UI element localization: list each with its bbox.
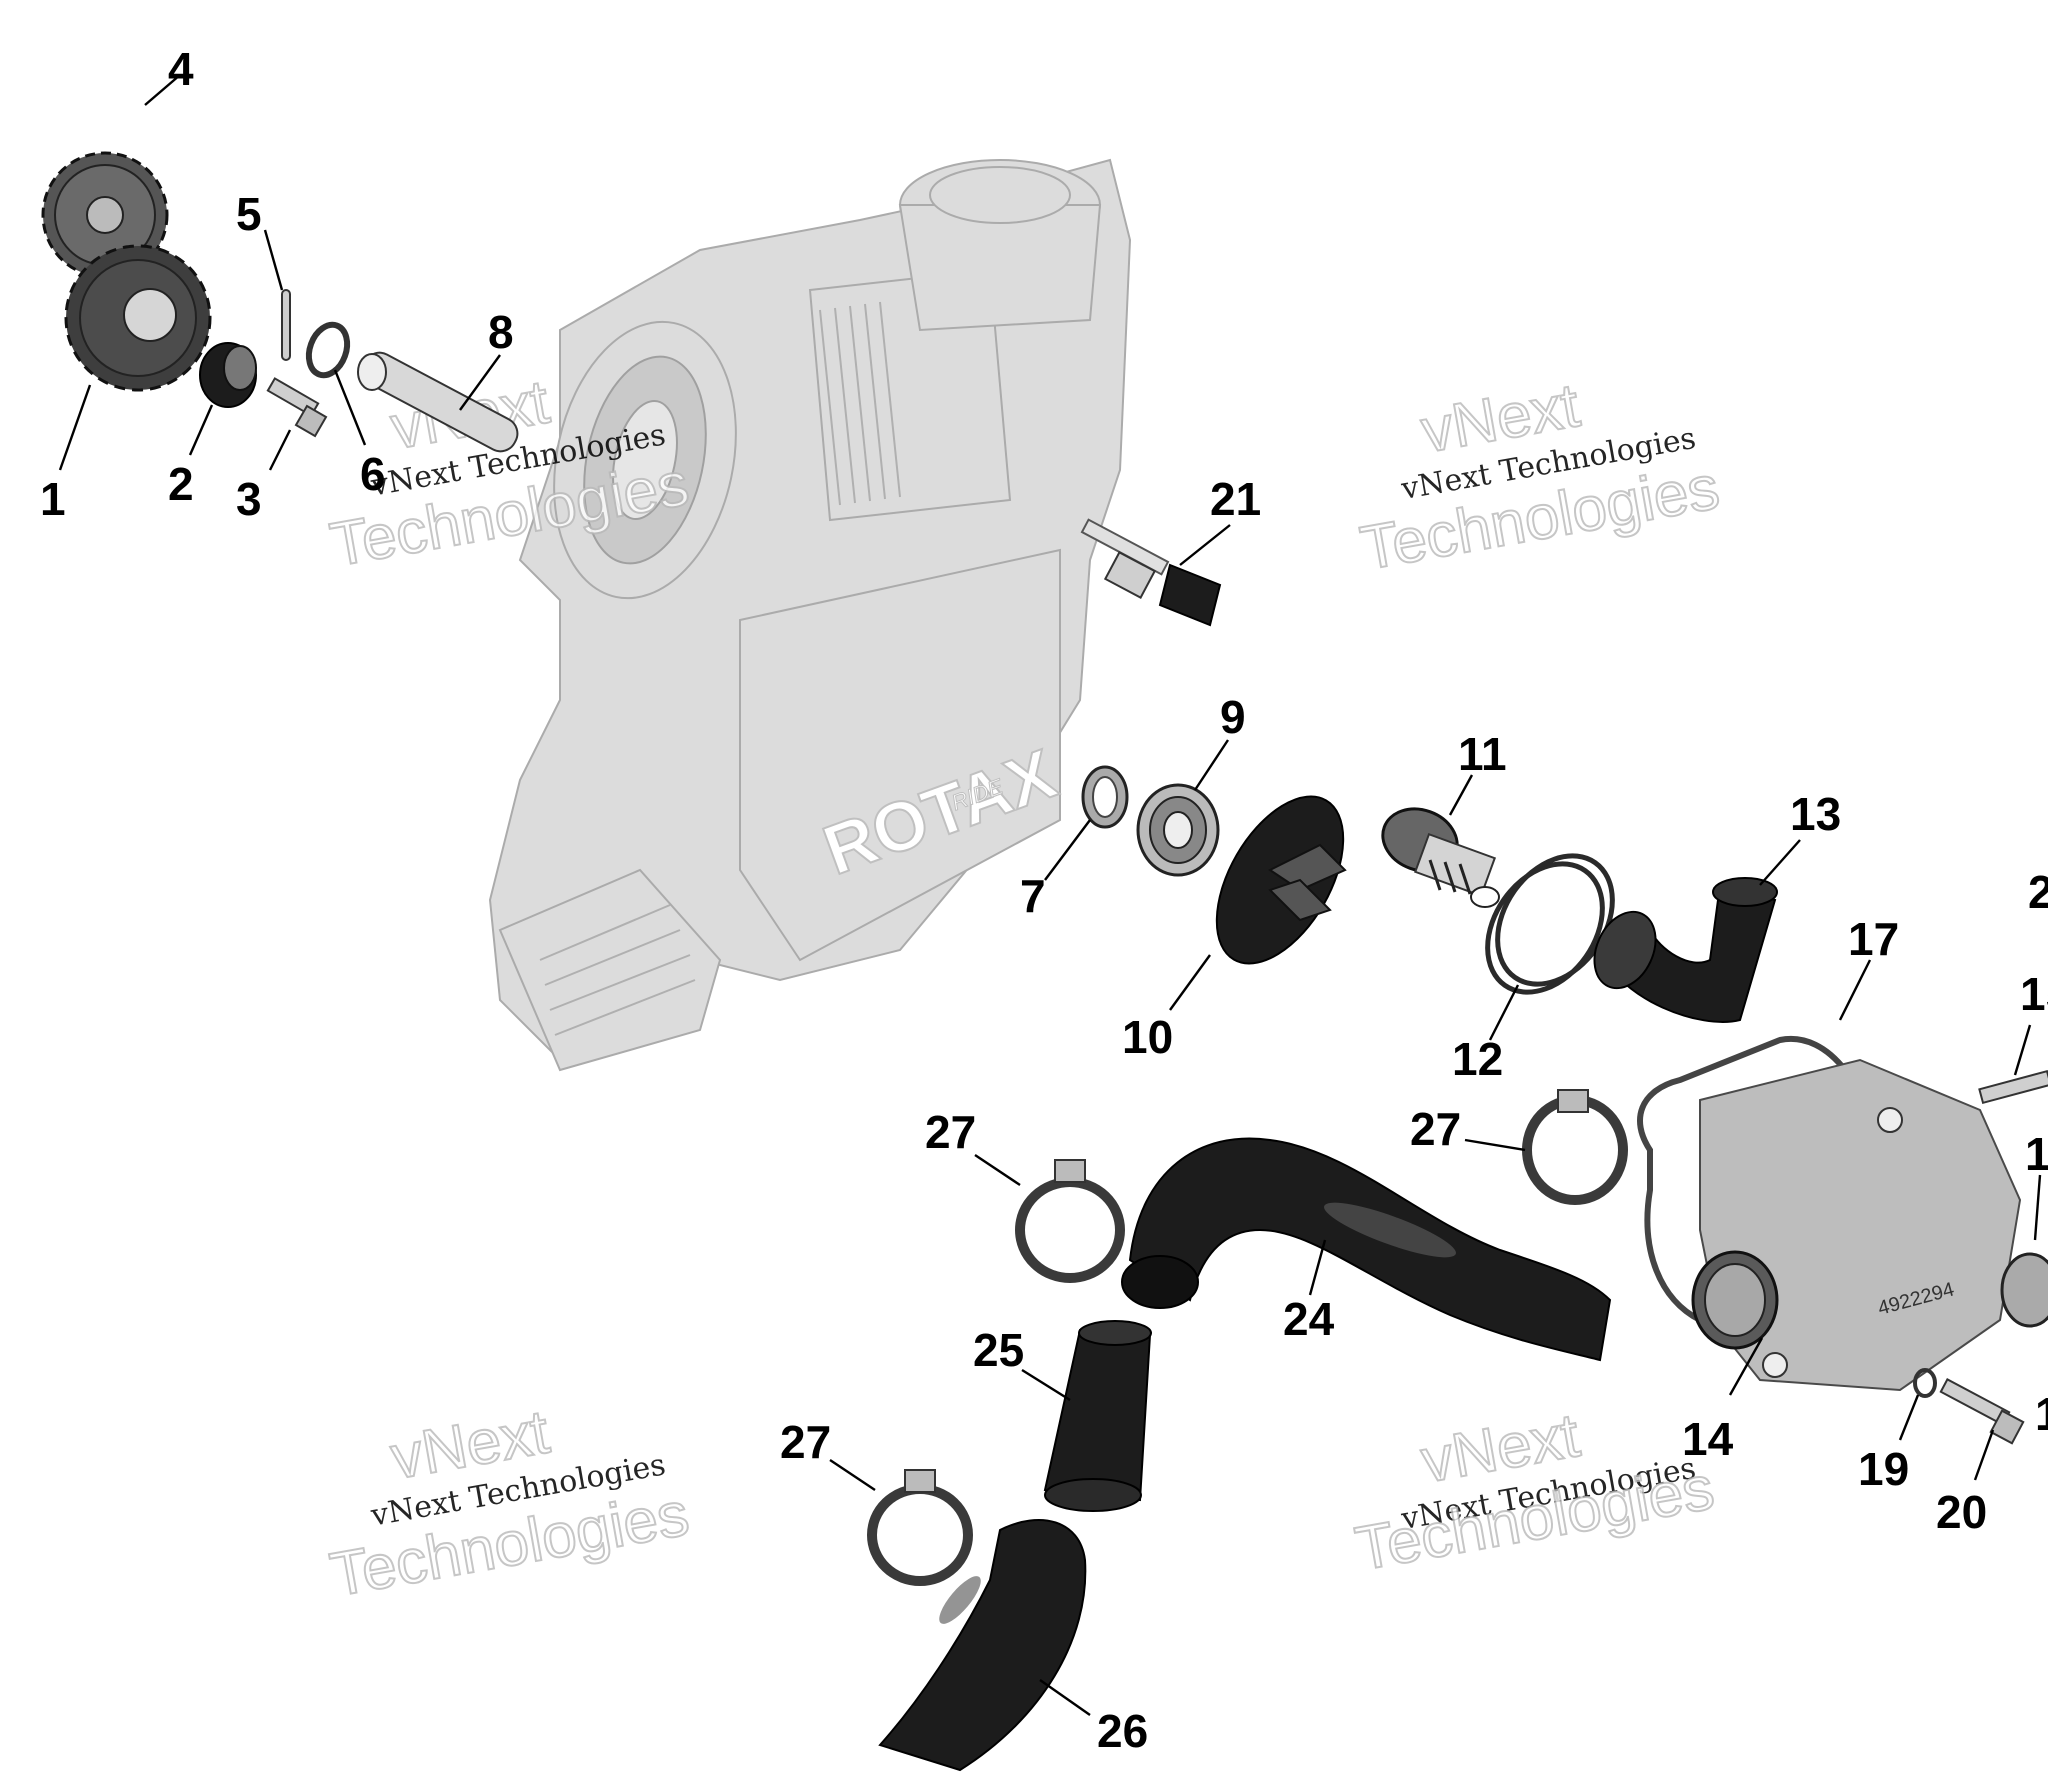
- callout-8: 8: [488, 306, 514, 358]
- water-pump-cover-part: 4922294: [1691, 1058, 2022, 1392]
- callout-25: 25: [973, 1324, 1024, 1376]
- callout-13: 13: [1790, 788, 1841, 840]
- callout-1: 1: [40, 473, 66, 525]
- leader-line-14: [1728, 1337, 1764, 1396]
- callout-27-left: 27: [925, 1106, 976, 1158]
- callout-12: 12: [1452, 1033, 1503, 1085]
- callout-4: 4: [168, 43, 194, 95]
- leader-lines: [58, 74, 2042, 1716]
- bolt-right-part: [1978, 1069, 2048, 1105]
- leader-line-4: [144, 74, 181, 106]
- leader-line-2: [188, 404, 214, 456]
- leader-line-6: [333, 369, 367, 446]
- leader-line-3: [268, 429, 292, 471]
- elbow-fitting-part: [1593, 877, 1778, 1023]
- callout-6: 6: [360, 448, 386, 500]
- pin-part: [281, 289, 291, 361]
- leader-line-9: [1193, 739, 1230, 791]
- hose-clamp-part: [867, 1469, 973, 1586]
- callout-14: 14: [1682, 1413, 1734, 1465]
- callout-9: 9: [1220, 691, 1246, 743]
- callout-15: 15: [2020, 968, 2048, 1020]
- callout-18-partial: 1: [2035, 1388, 2048, 1440]
- leader-line-26: [1039, 1679, 1091, 1716]
- callout-27-right: 27: [1410, 1103, 1461, 1155]
- leader-line-12: [1488, 984, 1520, 1041]
- leader-line-7: [1044, 819, 1091, 881]
- leader-line-16: [2033, 1174, 2042, 1241]
- leader-line-5: [263, 229, 284, 291]
- coolant-hose-upper-part: [1121, 1137, 1612, 1362]
- callout-labels: 4 1 2 3 5 6 8 21 7 9 10 11 12 13 17 14 1…: [40, 43, 2048, 1757]
- callout-2-right: 2: [2028, 866, 2048, 918]
- leader-line-19: [1898, 1394, 1920, 1441]
- callout-24: 24: [1283, 1293, 1335, 1345]
- hose-clamp-part: [1522, 1089, 1628, 1205]
- callout-17: 17: [1848, 913, 1899, 965]
- hose-connector-part: [1043, 1320, 1152, 1512]
- callout-11: 11: [1458, 728, 1507, 780]
- gear-upper-part: [41, 151, 169, 279]
- seal-ring-part: [1081, 765, 1129, 829]
- watermark-top-right: vNext vNext Technologies Technologies: [1355, 370, 1725, 585]
- leader-line-27c: [829, 1459, 876, 1491]
- thermostat-part: [1381, 807, 1500, 908]
- callout-19: 19: [1858, 1443, 1909, 1495]
- leader-line-20: [1973, 1429, 1995, 1481]
- hose-clamp-part: [1015, 1159, 1125, 1283]
- leader-line-27b: [1464, 1138, 1526, 1152]
- mechanical-seal-part: [1136, 783, 1220, 877]
- washer-part: [305, 321, 351, 379]
- leader-line-21: [1179, 524, 1231, 566]
- bushing-part: [199, 342, 257, 408]
- washer-small-part: [1913, 1368, 1937, 1398]
- bolt-part: [266, 377, 328, 438]
- callout-7: 7: [1020, 870, 1046, 922]
- impeller-part: [1215, 795, 1347, 965]
- leader-line-11: [1448, 774, 1474, 816]
- leader-line-8: [459, 354, 501, 411]
- leader-line-25: [1021, 1368, 1071, 1402]
- callout-2: 2: [168, 458, 194, 510]
- leader-line-1: [58, 384, 92, 471]
- callout-21: 21: [1210, 473, 1261, 525]
- watermark-bottom-right: vNext vNext Technologies Technologies: [1350, 1400, 1720, 1585]
- callout-27-lower: 27: [780, 1416, 831, 1468]
- callout-16: 16: [2025, 1128, 2048, 1180]
- callout-5: 5: [236, 188, 262, 240]
- leader-line-13: [1759, 839, 1801, 886]
- engine-housing-ghost: ROTAX RIDE: [488, 158, 1132, 1072]
- callout-10: 10: [1122, 1011, 1173, 1063]
- gear-lower-part: [64, 244, 212, 392]
- leader-line-17: [1838, 959, 1872, 1021]
- leader-line-15: [2013, 1024, 2032, 1076]
- watermark-bottom-left: vNext vNext Technologies Technologies: [324, 1396, 694, 1611]
- leader-line-10: [1169, 954, 1211, 1011]
- bolt-lower-part: [1939, 1378, 2025, 1445]
- leader-line-24: [1308, 1239, 1327, 1296]
- temperature-sensor-part: [1080, 518, 1222, 627]
- leader-line-27a: [974, 1154, 1021, 1186]
- callout-20: 20: [1936, 1486, 1987, 1538]
- callout-26: 26: [1097, 1705, 1148, 1757]
- callout-3: 3: [236, 473, 262, 525]
- coolant-hose-lower-part: [878, 1519, 1087, 1772]
- fitting-right-part: [2000, 1252, 2048, 1328]
- shaft-part: [357, 351, 519, 453]
